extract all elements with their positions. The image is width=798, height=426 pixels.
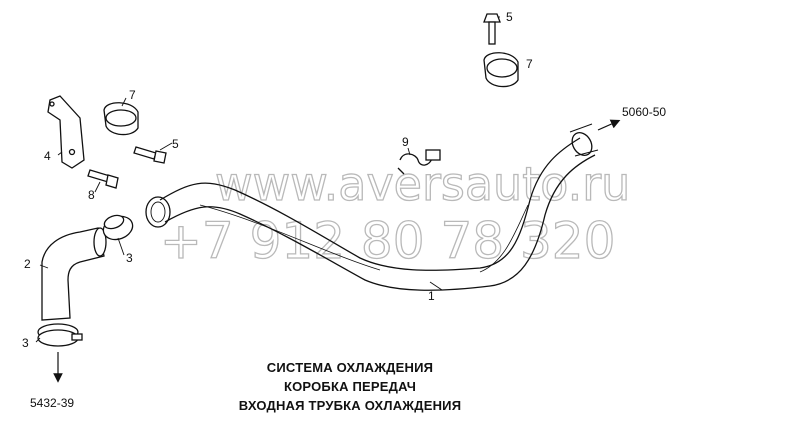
callout-3-upper: 3 [126, 251, 133, 265]
elbow-hose [41, 227, 107, 321]
coolant-tube [145, 123, 599, 291]
callout-3-lower: 3 [22, 336, 29, 350]
callout-8: 8 [88, 188, 95, 202]
arrow-outlet [597, 119, 621, 131]
callout-1: 1 [428, 289, 435, 303]
callout-7-left: 7 [129, 88, 136, 102]
ref-inlet-label: 5432-39 [30, 396, 74, 410]
mounting-bracket [47, 95, 85, 169]
pipe-clip-upper [483, 52, 519, 88]
callout-2: 2 [24, 257, 31, 271]
wire-connector [397, 149, 441, 175]
callout-7-upper: 7 [526, 57, 533, 71]
caption-line-3: ВХОДНАЯ ТРУБКА ОХЛАЖДЕНИЯ [238, 398, 462, 413]
watermark-phone: +7 912 80 78 320 [160, 212, 615, 270]
bolt-middle [133, 146, 167, 164]
pipe-clip-left [103, 102, 139, 136]
leader-lines [35, 16, 500, 343]
hose-clamp-lower [37, 323, 83, 347]
bolt-upper [483, 13, 501, 45]
callout-9: 9 [402, 135, 409, 149]
callout-5-upper: 5 [506, 10, 513, 24]
caption-line-1: СИСТЕМА ОХЛАЖДЕНИЯ [266, 360, 434, 375]
ref-outlet-label: 5060-50 [622, 105, 666, 119]
callout-5-middle: 5 [172, 137, 179, 151]
callout-4: 4 [44, 149, 51, 163]
hose-clamp-upper [102, 214, 134, 241]
bolt-small [87, 169, 119, 189]
caption-line-2: КОРОБКА ПЕРЕДАЧ [283, 379, 417, 394]
